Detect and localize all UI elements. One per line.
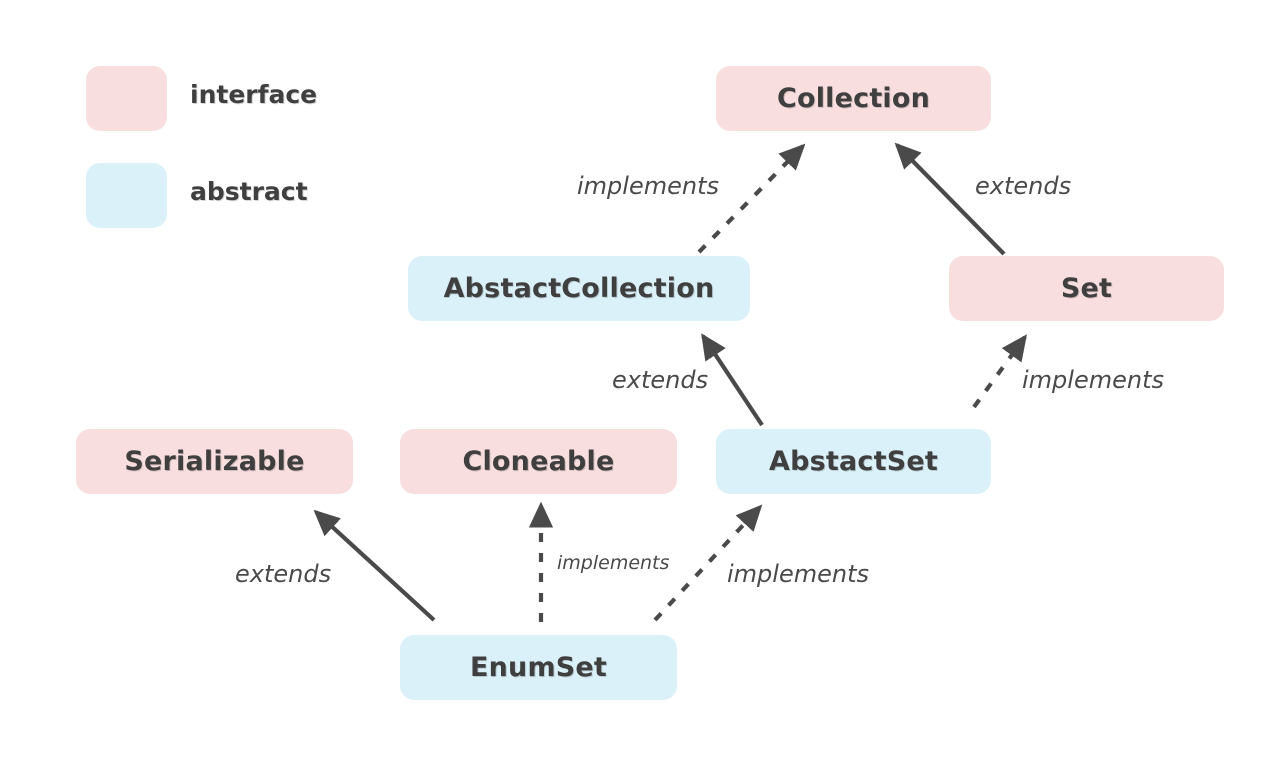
edge-set-extends-collection [894,142,1006,256]
node-enumset[interactable]: EnumSet [400,635,677,700]
node-cloneable[interactable]: Cloneable [400,429,677,494]
legend-swatch-interface [86,66,167,131]
node-set[interactable]: Set [949,256,1224,321]
legend-swatch-abstract [86,163,167,228]
legend-label-interface: interface [190,80,318,109]
node-collection[interactable]: Collection [716,66,991,131]
edge-label-enumset-implements-cloneable: implements [557,552,670,574]
edge-label-enumset-implements-abstactset: implements [727,560,869,588]
node-abstactcollection[interactable]: AbstactCollection [408,256,750,321]
edge-abstactset-extends-abstactcollection [701,333,764,427]
edge-label-set-extends-collection: extends [975,172,1072,200]
edge-abstactcollection-implements-collection [697,143,806,254]
edge-label-abstactset-implements-set: implements [1022,366,1164,394]
edge-enumset-extends-serializable [313,509,436,622]
edge-enumset-implements-abstactset [653,504,763,622]
node-serializable[interactable]: Serializable [76,429,353,494]
edge-label-enumset-extends-serializable: extends [235,560,332,588]
node-abstactset[interactable]: AbstactSet [716,429,991,494]
legend-label-abstract: abstract [190,177,308,206]
edge-label-abstactset-extends-abstactcollection: extends [612,366,709,394]
edge-label-abstactcollection-implements-collection: implements [577,172,719,200]
edge-abstactset-implements-set [972,334,1027,409]
